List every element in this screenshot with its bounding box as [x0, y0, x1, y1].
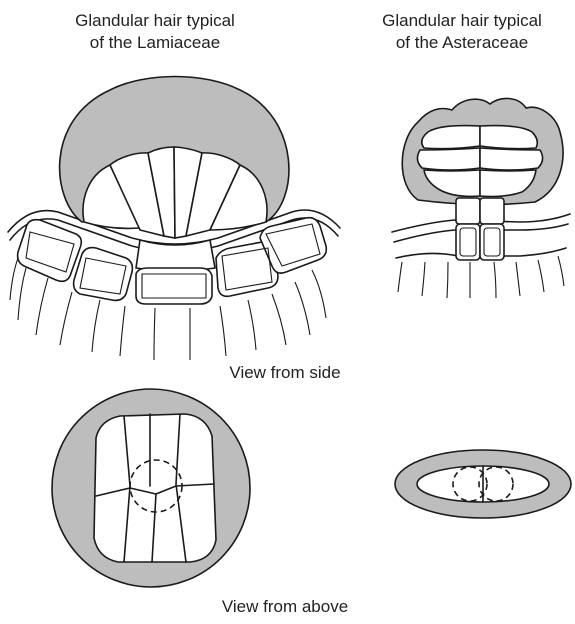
asteraceae-radial-walls	[398, 256, 564, 298]
lamiaceae-top-cell-outline	[94, 414, 216, 562]
asteraceae-secretory-cells	[417, 126, 542, 197]
lamiaceae-top-view	[52, 389, 250, 587]
lamiaceae-side-view	[8, 77, 340, 361]
lamiaceae-stalk-cell	[136, 240, 215, 271]
asteraceae-side-view	[392, 98, 570, 298]
asteraceae-top-view	[395, 450, 571, 518]
asteraceae-stalk-cells	[456, 198, 504, 260]
